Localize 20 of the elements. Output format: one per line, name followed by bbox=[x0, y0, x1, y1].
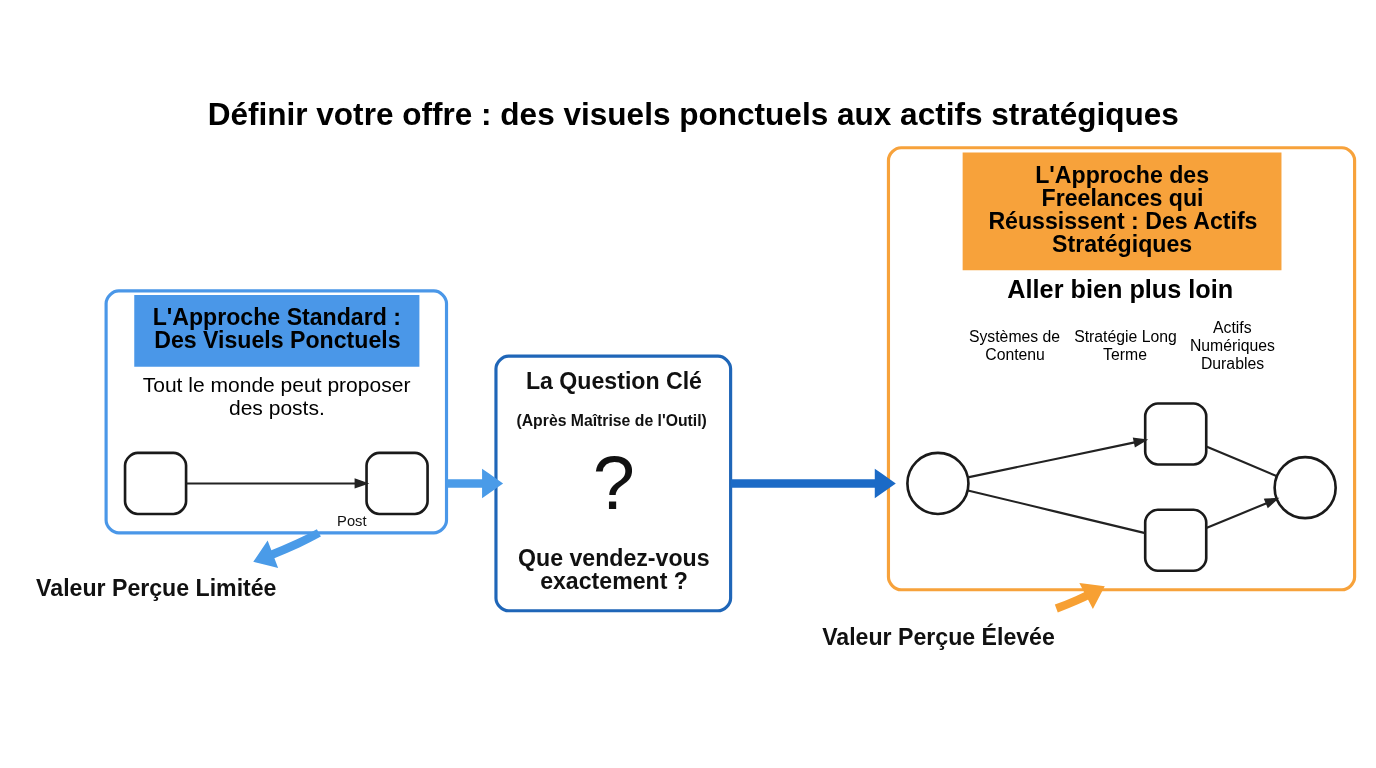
diagram-title: Définir votre offre : des visuels ponctuels aux actifs stratégiques bbox=[207, 95, 1179, 132]
node-label: Post bbox=[337, 512, 367, 529]
node-box bbox=[1143, 508, 1208, 573]
node-box bbox=[123, 451, 188, 516]
node-circle bbox=[906, 451, 970, 516]
node-box: La Question Clé (Après Maîtrise de l'Outil) ? Que vendez-vous exactement ? bbox=[494, 354, 733, 613]
arrow bbox=[1054, 582, 1105, 613]
connector bbox=[967, 489, 1146, 535]
arrow bbox=[186, 478, 370, 489]
arrow bbox=[1205, 497, 1280, 530]
node-box bbox=[365, 451, 429, 516]
arrow bbox=[967, 437, 1149, 479]
node-circle bbox=[1273, 455, 1337, 520]
arrow bbox=[253, 529, 321, 569]
connector bbox=[1205, 445, 1277, 477]
arrow bbox=[730, 468, 896, 499]
node-text: Valeur Perçue Limitée bbox=[36, 574, 277, 601]
node-text: Valeur Perçue Élevée bbox=[822, 624, 1055, 651]
node-box bbox=[1143, 402, 1208, 466]
arrow bbox=[446, 468, 504, 499]
